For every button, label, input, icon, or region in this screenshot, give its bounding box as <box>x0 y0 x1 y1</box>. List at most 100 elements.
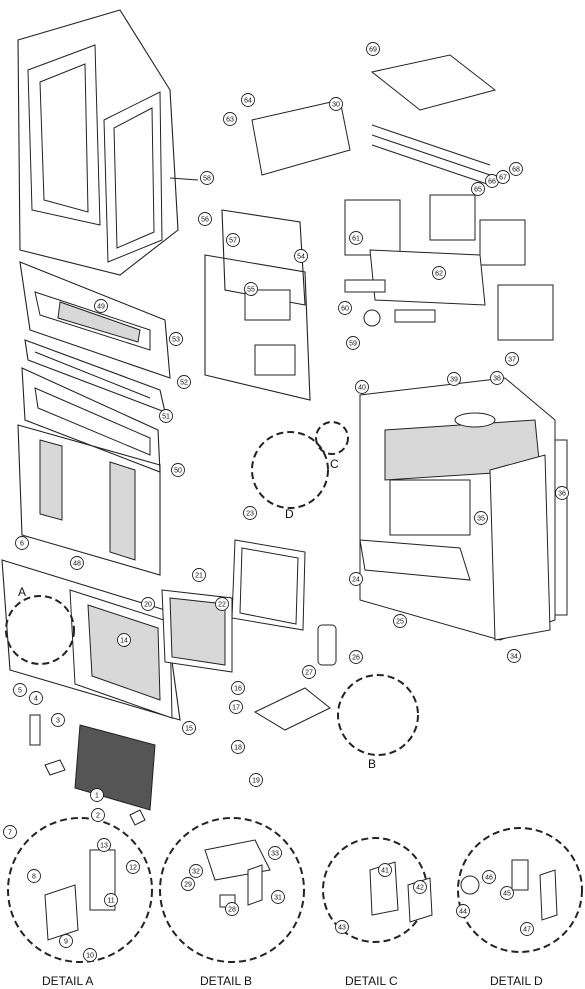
callout-label: 44 <box>459 909 467 916</box>
blower-group <box>204 209 311 401</box>
callout-50: 50 <box>171 463 185 477</box>
callout-46: 46 <box>482 870 496 884</box>
callout-label: 10 <box>86 953 94 960</box>
callout-label: 15 <box>185 726 193 733</box>
callout-label: 9 <box>64 939 68 946</box>
view-d-circle <box>251 431 329 509</box>
callout-20: 20 <box>141 597 155 611</box>
callout-label: 2 <box>96 813 100 820</box>
callout-52: 52 <box>177 375 191 389</box>
callout-39: 39 <box>447 372 461 386</box>
callout-11: 11 <box>104 893 118 907</box>
callout-57: 57 <box>226 233 240 247</box>
callout-label: 43 <box>338 925 346 932</box>
callout-37: 37 <box>505 352 519 366</box>
callout-26: 26 <box>349 650 363 664</box>
callout-label: 50 <box>174 468 182 475</box>
callout-35: 35 <box>474 511 488 525</box>
detail-a-label: DETAIL A <box>42 974 93 988</box>
callout-label: 48 <box>73 561 81 568</box>
callout-label: 46 <box>485 875 493 882</box>
callout-47: 47 <box>520 922 534 936</box>
callout-label: 4 <box>34 696 38 703</box>
callout-label: 58 <box>203 176 211 183</box>
detail-a-view <box>7 817 153 963</box>
callout-10: 10 <box>83 948 97 962</box>
callout-label: 6 <box>20 541 24 548</box>
callout-24: 24 <box>349 572 363 586</box>
callout-label: 25 <box>396 619 404 626</box>
callout-label: 13 <box>100 843 108 850</box>
callout-label: 7 <box>8 830 12 837</box>
callout-42: 42 <box>413 880 427 894</box>
view-c-circle <box>315 421 349 455</box>
callout-67: 67 <box>496 170 510 184</box>
callout-label: 1 <box>95 793 99 800</box>
callout-label: 27 <box>305 670 313 677</box>
callout-label: 69 <box>369 47 377 54</box>
callout-label: 18 <box>234 745 242 752</box>
callout-label: 22 <box>218 602 226 609</box>
detail-c-label: DETAIL C <box>345 974 398 988</box>
callout-label: 38 <box>493 376 501 383</box>
callout-28: 28 <box>225 902 239 916</box>
callout-label: 3 <box>56 718 60 725</box>
callout-30: 30 <box>329 97 343 111</box>
callout-label: 60 <box>341 306 349 313</box>
callout-label: 23 <box>246 511 254 518</box>
detail-d-view <box>457 827 583 953</box>
callout-label: 20 <box>144 602 152 609</box>
view-a-label: A <box>18 585 26 599</box>
callout-56: 56 <box>198 212 212 226</box>
callout-59: 59 <box>346 336 360 350</box>
callout-32: 32 <box>189 864 203 878</box>
callout-label: 32 <box>192 869 200 876</box>
callout-27: 27 <box>302 665 316 679</box>
callout-label: 5 <box>18 688 22 695</box>
callout-label: 8 <box>32 874 36 881</box>
callout-62: 62 <box>432 266 446 280</box>
view-b-circle <box>337 674 419 756</box>
side-panel-group <box>17 424 161 576</box>
paint-can <box>317 624 337 666</box>
callout-54: 54 <box>294 249 308 263</box>
callout-13: 13 <box>97 838 111 852</box>
callout-label: 19 <box>252 778 260 785</box>
callout-label: 34 <box>510 654 518 661</box>
callout-label: 14 <box>120 638 128 645</box>
callout-29: 29 <box>181 877 195 891</box>
callout-38: 38 <box>490 371 504 385</box>
callout-label: 61 <box>352 236 360 243</box>
callout-8: 8 <box>27 869 41 883</box>
callout-label: 62 <box>435 271 443 278</box>
callout-label: 65 <box>474 187 482 194</box>
callout-label: 39 <box>450 377 458 384</box>
callout-label: 41 <box>381 868 389 875</box>
callout-label: 49 <box>97 304 105 311</box>
callout-23: 23 <box>243 506 257 520</box>
callout-41: 41 <box>378 863 392 877</box>
callout-label: 26 <box>352 655 360 662</box>
firebrick-set <box>251 54 554 341</box>
callout-40: 40 <box>355 380 369 394</box>
callout-12: 12 <box>126 860 140 874</box>
callout-label: 36 <box>558 491 566 498</box>
callout-label: 67 <box>499 175 507 182</box>
callout-label: 31 <box>274 895 282 902</box>
callout-label: 35 <box>477 516 485 523</box>
callout-label: 56 <box>201 217 209 224</box>
callout-55: 55 <box>244 282 258 296</box>
callout-label: 37 <box>508 357 516 364</box>
callout-label: 52 <box>180 380 188 387</box>
callout-label: 66 <box>488 179 496 186</box>
callout-14: 14 <box>117 633 131 647</box>
gasket-panel <box>253 687 331 731</box>
view-c-label: C <box>330 457 339 471</box>
callout-1: 1 <box>90 788 104 802</box>
callout-64: 64 <box>241 93 255 107</box>
callout-label: 24 <box>352 577 360 584</box>
callout-label: 42 <box>416 885 424 892</box>
callout-label: 33 <box>271 851 279 858</box>
callout-44: 44 <box>456 904 470 918</box>
